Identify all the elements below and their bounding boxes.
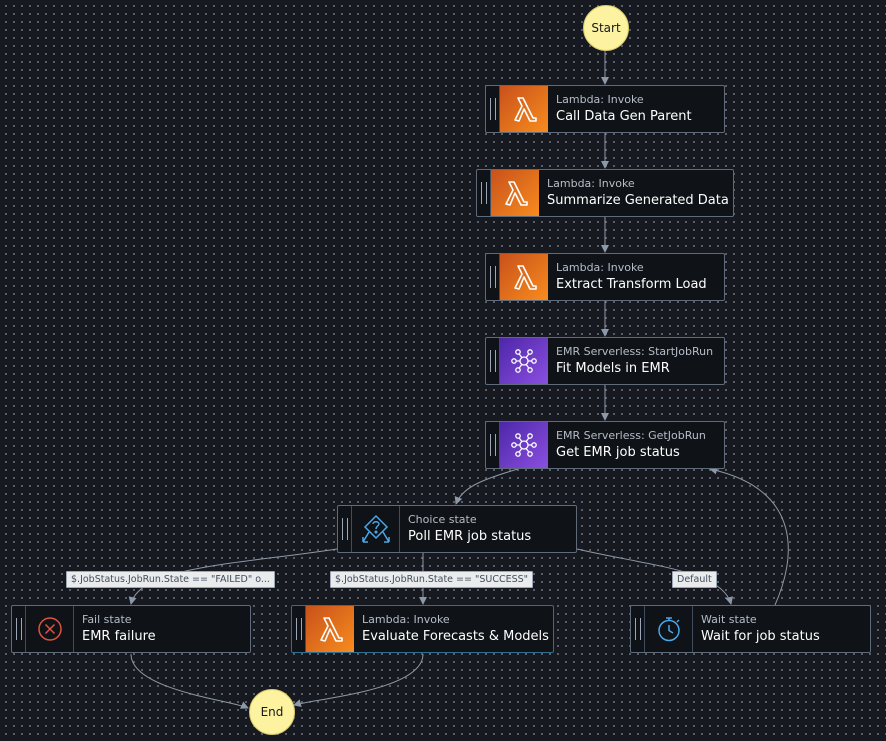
state-call-data-gen-parent[interactable]: Lambda: Invoke Call Data Gen Parent bbox=[485, 85, 725, 133]
drag-handle[interactable] bbox=[12, 606, 26, 652]
edge-evaluate-to-end bbox=[293, 653, 424, 708]
state-get-emr-job-status[interactable]: EMR Serverless: GetJobRun Get EMR job st… bbox=[485, 421, 725, 469]
drag-handle[interactable] bbox=[486, 338, 500, 384]
fail-icon bbox=[26, 606, 74, 652]
lambda-icon bbox=[306, 606, 354, 652]
edge-label-failed[interactable]: $.JobStatus.JobRun.State == "FAILED" o..… bbox=[66, 571, 275, 588]
end-node[interactable]: End bbox=[249, 689, 295, 735]
state-kind: EMR Serverless: GetJobRun bbox=[556, 428, 706, 442]
lambda-icon bbox=[500, 86, 548, 132]
edge-label-success[interactable]: $.JobStatus.JobRun.State == "SUCCESS" bbox=[330, 571, 534, 588]
state-fit-models-in-emr[interactable]: EMR Serverless: StartJobRun Fit Models i… bbox=[485, 337, 725, 385]
drag-handle[interactable] bbox=[486, 422, 500, 468]
state-emr-failure[interactable]: Fail state EMR failure bbox=[11, 605, 251, 653]
state-wait-for-job-status[interactable]: Wait state Wait for job status bbox=[630, 605, 871, 653]
state-title: Call Data Gen Parent bbox=[556, 108, 692, 124]
start-node[interactable]: Start bbox=[583, 5, 629, 51]
drag-handle[interactable] bbox=[486, 254, 500, 300]
state-poll-emr-job-status[interactable]: Choice state Poll EMR job status bbox=[337, 505, 577, 553]
edge-wait-to-get bbox=[709, 466, 789, 606]
start-label: Start bbox=[591, 21, 621, 35]
lambda-icon bbox=[500, 254, 548, 300]
state-evaluate-forecasts-models[interactable]: Lambda: Invoke Evaluate Forecasts & Mode… bbox=[291, 605, 554, 653]
state-title: Poll EMR job status bbox=[408, 528, 532, 544]
state-title: Get EMR job status bbox=[556, 444, 680, 460]
choice-icon bbox=[352, 506, 400, 552]
stopwatch-icon bbox=[645, 606, 693, 652]
emr-serverless-icon bbox=[500, 338, 548, 384]
state-kind: Lambda: Invoke bbox=[556, 92, 644, 106]
state-kind: Wait state bbox=[701, 612, 757, 626]
state-title: Evaluate Forecasts & Models bbox=[362, 628, 549, 644]
drag-handle[interactable] bbox=[338, 506, 352, 552]
drag-handle[interactable] bbox=[477, 170, 491, 216]
state-title: Fit Models in EMR bbox=[556, 360, 670, 376]
state-title: Wait for job status bbox=[701, 628, 820, 644]
edge-label-default[interactable]: Default bbox=[672, 571, 717, 588]
state-title: EMR failure bbox=[82, 628, 156, 644]
state-summarize-generated-data[interactable]: Lambda: Invoke Summarize Generated Data bbox=[476, 169, 734, 217]
state-kind: Choice state bbox=[408, 512, 477, 526]
state-kind: EMR Serverless: StartJobRun bbox=[556, 344, 714, 358]
lambda-icon bbox=[491, 170, 539, 216]
state-kind: Lambda: Invoke bbox=[362, 612, 450, 626]
state-kind: Lambda: Invoke bbox=[556, 260, 644, 274]
drag-handle[interactable] bbox=[486, 86, 500, 132]
edge-fail-to-end bbox=[130, 653, 249, 709]
state-title: Extract Transform Load bbox=[556, 276, 707, 292]
emr-serverless-icon bbox=[500, 422, 548, 468]
drag-handle[interactable] bbox=[631, 606, 645, 652]
state-title: Summarize Generated Data bbox=[547, 192, 729, 208]
end-label: End bbox=[260, 705, 284, 719]
edge-get-to-poll bbox=[454, 468, 519, 505]
drag-handle[interactable] bbox=[292, 606, 306, 652]
state-kind: Fail state bbox=[82, 612, 132, 626]
state-extract-transform-load[interactable]: Lambda: Invoke Extract Transform Load bbox=[485, 253, 725, 301]
state-kind: Lambda: Invoke bbox=[547, 176, 635, 190]
